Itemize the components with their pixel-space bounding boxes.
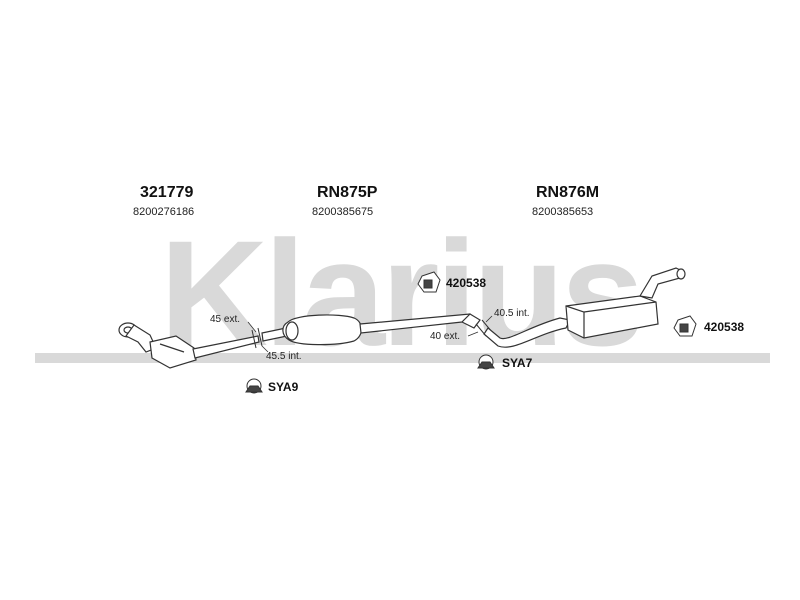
hanger-label-upper: 420538 — [446, 276, 487, 290]
rear-silencer — [483, 267, 686, 348]
hanger-icon — [673, 315, 697, 337]
part-number-rn875p: RN875P — [317, 184, 378, 201]
front-pipe-catalytic-converter — [118, 322, 260, 369]
clamp-label-right: SYA7 — [502, 356, 533, 370]
joint-left — [251, 327, 263, 349]
clamp-icon — [477, 354, 495, 370]
oem-number-rn875p: 8200385675 — [312, 206, 374, 218]
part-number-rn876m: RN876M — [536, 184, 600, 201]
watermark-underline — [35, 353, 770, 363]
dimension-right-ext: 40 ext. — [430, 331, 461, 342]
clamp-label-left: SYA9 — [268, 380, 299, 394]
clamp-icon — [245, 378, 263, 394]
part-number-321779: 321779 — [140, 184, 194, 201]
dimension-leaders — [247, 315, 493, 353]
oem-number-rn876m: 8200385653 — [532, 206, 594, 218]
hanger-label-right: 420538 — [704, 320, 745, 334]
hanger-icon — [417, 271, 441, 293]
dimension-right-int: 40.5 int. — [494, 308, 530, 319]
center-silencer — [261, 313, 481, 346]
klarius-watermark-logo: Klarius — [160, 209, 641, 377]
dimension-left-ext: 45 ext. — [210, 314, 241, 325]
dimension-left-int: 45.5 int. — [266, 351, 302, 362]
oem-number-321779: 8200276186 — [133, 206, 195, 218]
